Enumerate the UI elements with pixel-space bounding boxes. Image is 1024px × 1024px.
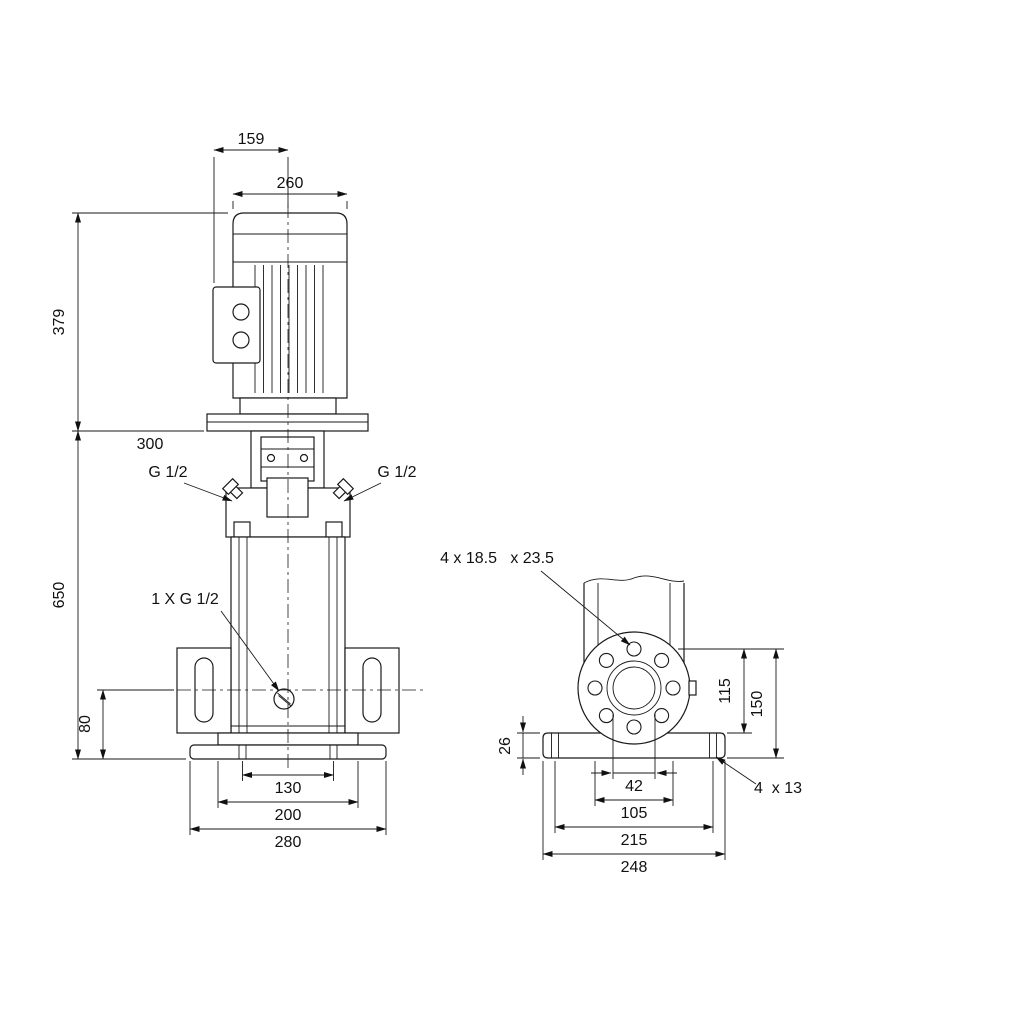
dim-159: 159	[238, 131, 265, 148]
flange-bolt-hole	[665, 680, 681, 696]
dim-248: 248	[621, 859, 648, 876]
dim-379: 379	[51, 309, 68, 336]
dim-42: 42	[625, 778, 643, 795]
bottom-dimensions-side: 42 105 215 248	[542, 714, 726, 876]
tie-rod-nut	[233, 521, 251, 538]
dim-200: 200	[275, 807, 302, 824]
break-line	[583, 575, 685, 584]
motor-body	[232, 212, 348, 399]
dim-300: 300	[137, 436, 164, 453]
side-view: 4 x 18.5 x 23.5 115 150 26	[440, 550, 802, 876]
label-drain-plug: 1 X G 1/2	[151, 591, 219, 608]
callout-4x18.5-x23.5: 4 x 18.5 x 23.5	[440, 550, 554, 567]
dim-650: 650	[51, 582, 68, 609]
base-hole-callout: 4 x 13	[715, 756, 802, 797]
base-side	[542, 732, 726, 759]
dim-80: 80	[77, 715, 94, 733]
vent-plug-left	[221, 477, 244, 500]
tie-rod-nut	[325, 521, 343, 538]
flange-bolt-hole	[626, 719, 642, 735]
dim-130: 130	[275, 780, 302, 797]
motor-flange-plate	[206, 413, 369, 432]
pump-head	[221, 477, 355, 538]
flange-bolt-hole	[654, 652, 670, 668]
top-dimensions: 159 260	[213, 131, 348, 283]
suction-flange	[176, 647, 232, 734]
cable-entry-hole	[232, 303, 250, 321]
terminal-box	[212, 286, 261, 364]
label-g12-left: G 1/2	[148, 464, 187, 481]
flange-raised-face	[606, 660, 662, 716]
dim-280: 280	[275, 834, 302, 851]
flange-tab	[688, 680, 697, 696]
dim-150: 150	[749, 691, 766, 718]
dim-105: 105	[621, 805, 648, 822]
base-thickness-dimension: 26	[497, 716, 540, 775]
flange-bolt-hole	[598, 652, 614, 668]
vent-plug-right	[332, 477, 355, 500]
right-dimensions: 115 150	[678, 648, 784, 759]
coupling-bolt	[266, 453, 276, 463]
head-center-block	[266, 477, 309, 518]
discharge-flange	[344, 647, 400, 734]
motor	[206, 212, 369, 432]
flange-bolt-hole	[626, 641, 642, 657]
coupling-bolt	[299, 453, 309, 463]
bottom-dimensions-front: 130 200 280	[189, 761, 387, 851]
flange-bore	[612, 666, 656, 710]
cable-entry-hole	[232, 331, 250, 349]
dim-115: 115	[717, 678, 734, 704]
left-dimensions: 379 650 300 80	[51, 212, 228, 760]
label-g12-right: G 1/2	[377, 464, 416, 481]
flange-face	[577, 631, 697, 745]
dim-26: 26	[497, 737, 514, 755]
flange-bolt-hole	[598, 708, 614, 724]
flange-hole-callout: 4 x 18.5 x 23.5	[440, 550, 631, 646]
flange-bolt-hole	[654, 708, 670, 724]
callout-4x13: 4 x 13	[754, 780, 802, 797]
flange-bolt-hole	[587, 680, 603, 696]
port-labels: G 1/2 G 1/2 1 X G 1/2	[148, 464, 417, 692]
dim-215: 215	[621, 832, 648, 849]
dim-260: 260	[277, 175, 304, 192]
drain-plug	[273, 688, 295, 710]
front-view: 159 260 379 650 300 80 G 1/2 G 1/2	[51, 131, 424, 851]
